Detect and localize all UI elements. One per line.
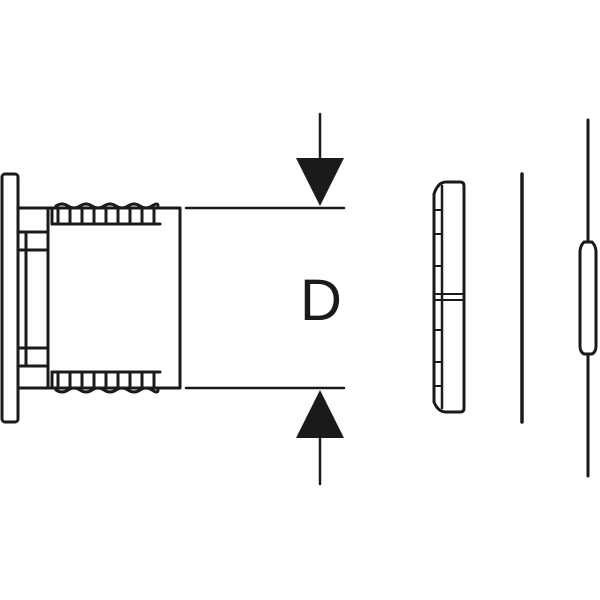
dimension-label: D <box>300 268 342 333</box>
cover-plate <box>432 180 466 414</box>
threaded-sleeve <box>0 172 182 424</box>
arrowhead-up <box>296 390 344 438</box>
bottom-thread <box>50 370 160 394</box>
sleeve-flange <box>0 172 20 424</box>
top-thread <box>50 202 160 226</box>
sleeve-body <box>46 206 182 390</box>
arrowhead-down <box>296 158 344 206</box>
dimension-d <box>184 112 346 486</box>
profile-seal <box>578 118 598 478</box>
sleeve-neck <box>16 206 50 390</box>
